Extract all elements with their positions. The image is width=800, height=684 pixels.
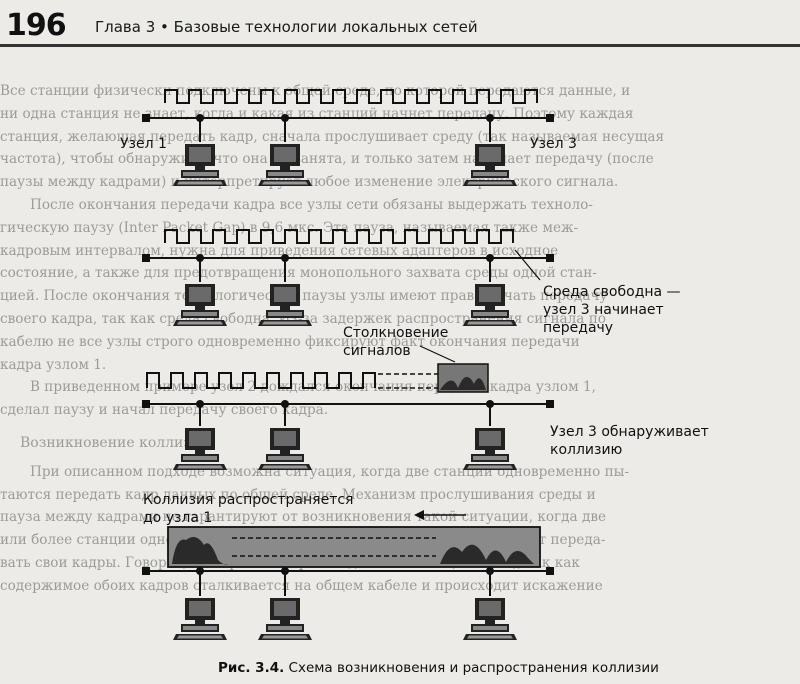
paragraph-2: После окончания передачи кадра все узлы … [0,194,795,376]
text-line: гическую паузу (Inter Packet Gap) в 9,6 … [0,219,579,236]
section-heading: Возникновение коллизии [20,434,210,451]
text-line: кадровым интервалом, нужна для приведени… [0,242,559,259]
medium-free-label: узел 3 начинает [543,302,664,318]
page-header: 196 Глава 3 • Базовые технологии локальн… [0,0,800,50]
computer-icon [173,598,227,640]
terminator [546,400,554,408]
medium-free-label: передачу [543,320,613,336]
collision-noise [440,544,534,564]
medium-free-label: Среда свободна — [543,284,681,300]
text-line: пауза между кадрами не гарантируют от во… [0,509,607,526]
computer-icon [173,284,227,326]
text-line: таются передать кадр данных по общей сре… [0,486,596,503]
caption-number: Рис. 3.4. [218,660,285,676]
computer-icon [463,284,517,326]
terminator [546,567,554,575]
collision-noise [172,536,228,565]
signal-waveform [146,372,376,389]
header-rule [0,44,800,47]
signal-waveform [164,89,538,104]
text-line: кабелю не все узлы строго одновременно ф… [0,333,580,350]
stage-1: Узел 1 Узел 3 [120,89,577,186]
caption-text: Схема возникновения и распространения ко… [288,660,659,676]
stage-4: Коллизия распространяется до узла 1 [142,492,554,640]
node-3-label: Узел 3 [530,136,577,152]
text-line: После окончания передачи кадра все узлы … [30,196,593,213]
arrow-head-icon [414,510,424,520]
text-line: сделал паузу и начал передачу своего кад… [0,402,329,419]
computer-icon [173,428,227,470]
text-line: содержимое обоих кадров сталкивается на … [0,577,603,594]
node-3-detects-label: Узел 3 обнаруживает [550,424,709,440]
computer-icon [258,144,312,186]
collision-label: сигналов [343,343,411,359]
stage-2: Среда свободна — узел 3 начинает передач… [142,229,681,336]
collision-propagates-label: Коллизия распространяется [143,492,353,508]
signal-waveform [164,229,514,244]
terminator [546,254,554,262]
computer-icon [258,598,312,640]
page-number: 196 [6,8,67,43]
computer-icon [463,144,517,186]
figure-caption: Рис. 3.4. Схема возникновения и распрост… [218,660,659,676]
text-line: цией. После окончания технологической па… [0,288,608,305]
collision-label: Столкновение [343,325,448,341]
terminator [142,254,150,262]
node-1-label: Узел 1 [120,136,167,152]
text-line: состояние, а также для предотвращения мо… [0,265,597,282]
computer-icon [463,428,517,470]
stage-3: Столкновение сигналов Узел 3 обнаруживае… [142,325,709,470]
text-line: кадра узлом 1. [0,356,107,373]
running-head: Глава 3 • Базовые технологии локальных с… [95,18,478,36]
terminator [142,400,150,408]
computer-icon [463,598,517,640]
computer-icon [258,428,312,470]
callout-line [419,345,456,363]
terminator [546,114,554,122]
collision-propagates-label: до узла 1 [143,510,212,526]
collision-noise [440,376,486,390]
node-3-detects-label: коллизию [550,442,623,458]
terminator [142,567,150,575]
computer-icon [173,144,227,186]
text-line: станция, желающая передать кадр, сначала… [0,128,665,145]
computer-icon [258,284,312,326]
terminator [142,114,150,122]
text-line: своего кадра, так как среда свободна. Из… [0,310,606,327]
callout-line [514,249,541,281]
